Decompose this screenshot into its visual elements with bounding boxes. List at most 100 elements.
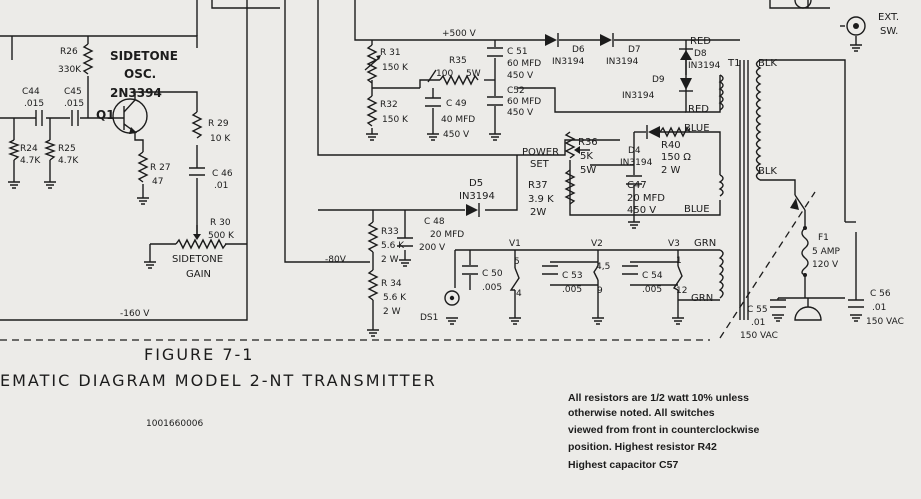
sidetone-gain-label-2: GAIN <box>186 269 211 280</box>
r34-value: 5.6 K <box>383 293 407 303</box>
tube-v3-label: V3 <box>668 239 680 249</box>
ac-plug <box>794 298 822 321</box>
c52-voltage: 450 V <box>507 108 534 118</box>
r25-value: 4.7K <box>58 156 79 166</box>
wire-red-top: RED <box>690 36 711 47</box>
diode-labels: D6 IN3194 D7 IN3194 D8 IN3194 D9 IN3194 … <box>459 45 721 202</box>
r25-ref: R25 <box>58 144 76 154</box>
c44-ref: C44 <box>22 87 40 97</box>
capacitor-symbols <box>35 47 864 308</box>
c56-voltage: 150 VAC <box>866 317 904 327</box>
d4-type: IN3194 <box>620 158 653 168</box>
d9-ref: D9 <box>652 75 665 85</box>
c45-ref: C45 <box>64 87 82 97</box>
sidetone-labels: SIDETONE OSC. 2N3394 Q1 SIDETONE GAIN <box>96 49 223 280</box>
transistor-q1 <box>112 98 148 134</box>
wire-blk-top: BLK <box>758 58 777 69</box>
rail-minus80: -80V <box>325 255 347 265</box>
r33-value: 5.6 K <box>381 241 405 251</box>
pot-wipers <box>193 55 590 240</box>
d4-ref: D4 <box>628 146 641 156</box>
figure-number: FIGURE 7-1 <box>144 345 254 364</box>
q1-type-label: 2N3394 <box>110 86 162 100</box>
rail-labels: +500 V -80V -160 V <box>120 29 477 319</box>
wire-red-bottom: RED <box>688 104 709 115</box>
note-line-4: position. Highest resistor R42 <box>568 441 717 453</box>
c46-ref: C 46 <box>212 169 233 179</box>
r37-power: 2W <box>530 207 546 218</box>
misc-labels: DS1 T1 F1 5 AMP 120 V EXT. SW. <box>420 12 899 323</box>
power-set-labels: POWER SET <box>522 147 559 170</box>
r33-power: 2 W <box>381 255 399 265</box>
transformer-t1 <box>739 59 762 320</box>
c53-ref: C 53 <box>562 271 583 281</box>
r34-power: 2 W <box>383 307 401 317</box>
r27-value: 47 <box>152 177 163 187</box>
capacitor-labels: C44 .015 C45 .015 C 46 .01 C 49 40 MFD 4… <box>22 47 904 341</box>
d5-type: IN3194 <box>459 191 495 202</box>
rail-plus500: +500 V <box>442 29 477 39</box>
r24-ref: R24 <box>20 144 38 154</box>
c49-value: 40 MFD <box>441 115 475 125</box>
r31-ref: R 31 <box>380 48 401 58</box>
c55-voltage: 150 VAC <box>740 331 778 341</box>
c48-voltage: 200 V <box>419 243 446 253</box>
r33-ref: R33 <box>381 227 399 237</box>
c51-ref: C 51 <box>507 47 528 57</box>
d6-type: IN3194 <box>552 57 585 67</box>
c47-value: 20 MFD <box>627 193 665 204</box>
r31-value: 150 K <box>382 63 409 73</box>
tube-v1-pin-bottom: 4 <box>516 289 522 299</box>
d6-ref: D6 <box>572 45 585 55</box>
ext-sw-line1: EXT. <box>878 12 899 23</box>
document-number: 1001660006 <box>146 419 204 429</box>
c48-ref: C 48 <box>424 217 445 227</box>
c48-value: 20 MFD <box>430 230 464 240</box>
switch-blade <box>790 194 806 211</box>
note-line-3: viewed from front in counterclockwise <box>568 424 760 436</box>
c56-value: .01 <box>872 303 886 313</box>
r30-ref: R 30 <box>210 218 231 228</box>
c51-voltage: 450 V <box>507 71 534 81</box>
figure-title: EMATIC DIAGRAM MODEL 2-NT TRANSMITTER <box>0 371 437 390</box>
r24-value: 4.7K <box>20 156 41 166</box>
d7-ref: D7 <box>628 45 641 55</box>
diode-symbols <box>466 33 693 217</box>
r36-ref: R36 <box>578 137 598 148</box>
c55-value: .01 <box>751 318 765 328</box>
c47-voltage: 450 V <box>627 205 656 216</box>
r36-power: 5W <box>580 165 596 176</box>
c53-value: .005 <box>562 285 582 295</box>
wire-blk-mid: BLK <box>758 166 777 177</box>
r40-power: 2 W <box>661 165 681 176</box>
wire-blue-bottom: BLUE <box>684 204 710 215</box>
wire-color-labels: RED RED BLUE BLUE BLK BLK GRN GRN <box>684 36 777 304</box>
r29-value: 10 K <box>210 134 231 144</box>
r32-value: 150 K <box>382 115 409 125</box>
c52-ref: C52 <box>507 86 525 96</box>
wire-grn-top: GRN <box>694 238 716 249</box>
d8-ref: D8 <box>694 49 707 59</box>
r29-ref: R 29 <box>208 119 229 129</box>
note-line-1: All resistors are 1/2 watt 10% unless <box>568 392 749 404</box>
tube-v2-pin-top: 4,5 <box>596 262 610 272</box>
r35-ref: R35 <box>449 56 467 66</box>
c44-value: .015 <box>24 99 44 109</box>
r37-value: 3.9 K <box>528 194 554 205</box>
wiring <box>0 0 857 330</box>
c54-ref: C 54 <box>642 271 663 281</box>
tube-v1-label: V1 <box>509 239 521 249</box>
r36-value: 5K <box>580 151 593 162</box>
c56-ref: C 56 <box>870 289 891 299</box>
d8-type: IN3194 <box>688 61 721 71</box>
tube-heater-pins <box>509 265 683 291</box>
tube-v3-pin-bottom: 12 <box>676 286 687 296</box>
wire-grn-bottom: GRN <box>691 293 713 304</box>
wire-blue-top: BLUE <box>684 123 710 134</box>
tube-labels: V1 V2 V3 5 4 4,5 9 1 12 <box>509 239 687 299</box>
c54-value: .005 <box>642 285 662 295</box>
d9-type: IN3194 <box>622 91 655 101</box>
c51-value: 60 MFD <box>507 59 541 69</box>
